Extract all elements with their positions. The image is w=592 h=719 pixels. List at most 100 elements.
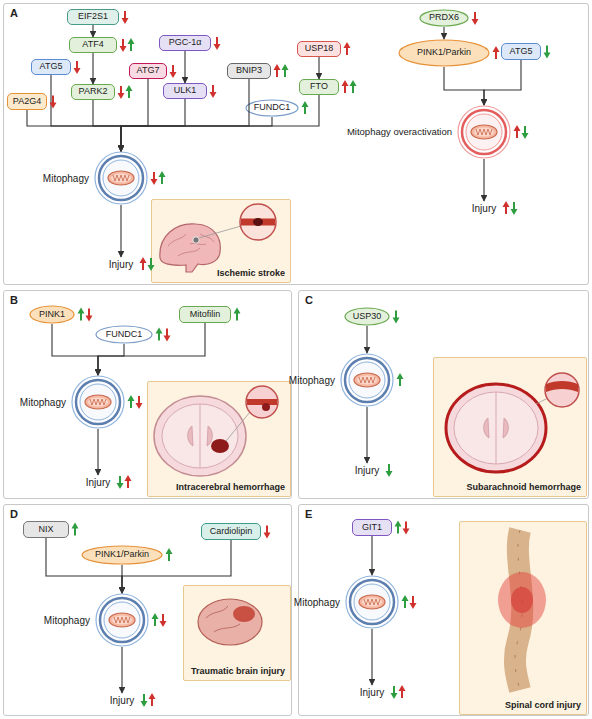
indicator-head xyxy=(166,548,173,554)
disease-inset: Ischemic stroke xyxy=(151,199,291,283)
indicator-shaft xyxy=(150,258,152,266)
mitochondrion xyxy=(108,171,134,185)
outcome-text: Injury xyxy=(110,695,134,706)
indicator-shaft xyxy=(546,46,548,54)
protein-ellipse: PINK1 xyxy=(29,305,75,324)
indicator-head xyxy=(344,42,351,48)
indicator-shaft xyxy=(74,528,76,536)
mitochondrion-icon xyxy=(340,353,394,407)
regulation-arrow xyxy=(274,64,281,77)
disease-inset: Spinal cord injury xyxy=(459,521,587,715)
mitochondrion-icon xyxy=(457,105,511,159)
bleed-spot xyxy=(262,403,270,411)
outer-ring xyxy=(95,152,147,204)
indicator-shaft xyxy=(405,522,407,530)
protein-box: Cardiolipin xyxy=(201,523,261,540)
regulation-arrow xyxy=(140,257,147,270)
indicator-shaft xyxy=(412,596,414,604)
protein-box: PARK2 xyxy=(71,84,115,100)
indicator-shaft xyxy=(216,37,218,45)
injury-core xyxy=(511,587,533,613)
indicator-head xyxy=(170,72,177,78)
ventricles xyxy=(484,418,509,438)
indicator-shaft xyxy=(513,202,515,210)
lesion-dot xyxy=(193,237,199,243)
indicator-head xyxy=(403,529,410,535)
indicator-shaft xyxy=(212,85,214,93)
indicator-head xyxy=(493,46,500,52)
inner-ring xyxy=(354,584,390,620)
arrow-connector xyxy=(371,536,372,575)
indicator-shaft xyxy=(395,311,397,319)
process-label: Mitophagy overactivation xyxy=(347,127,452,137)
disease-name: Spinal cord injury xyxy=(505,701,581,711)
vertebra-joints xyxy=(515,530,522,690)
mitochondrion-icon xyxy=(94,151,148,205)
protein-name: PINK1/Parkin xyxy=(417,48,471,58)
arrow-connector xyxy=(52,324,98,375)
protein-name: PINK1/Parkin xyxy=(95,550,149,560)
indicator-shaft xyxy=(130,43,132,51)
disease-name: Ischemic stroke xyxy=(217,269,285,279)
brain-illustration xyxy=(198,599,262,645)
ellipse-shape xyxy=(96,326,152,343)
protein-box: FTO xyxy=(299,79,339,95)
regulation-arrow xyxy=(472,12,479,25)
regulation-arrow xyxy=(164,329,171,342)
panel: DNIXCardiolipinPINK1/ParkinMitophagyInju… xyxy=(3,504,292,716)
indicator-shaft xyxy=(120,86,122,94)
indicator-shaft xyxy=(52,96,54,104)
protein-name: PARK2 xyxy=(79,87,108,97)
arrow-connector xyxy=(121,95,319,151)
indicator-shaft xyxy=(80,313,82,321)
protein-name: ATF4 xyxy=(82,40,103,50)
indicator-head xyxy=(410,603,417,609)
inner-ring xyxy=(104,602,140,638)
protein-box: ATF4 xyxy=(69,37,117,53)
regulation-arrow xyxy=(210,85,217,98)
protein-ellipse: PINK1/Parkin xyxy=(81,545,163,565)
injury-area xyxy=(233,606,255,622)
protein-ellipse: USP30 xyxy=(344,307,390,326)
mitochondrion-matrix xyxy=(112,616,132,625)
indicator-head xyxy=(151,179,158,185)
indicator-head xyxy=(544,53,551,59)
protein-box: USP18 xyxy=(297,41,341,57)
indicator-shaft xyxy=(158,333,160,341)
arrow-connector xyxy=(121,79,249,151)
indicator-shaft xyxy=(399,378,401,386)
indicator-head xyxy=(350,80,357,86)
arrow-connector xyxy=(121,99,185,151)
indicator-shaft xyxy=(397,526,399,534)
protein-name: PINK1 xyxy=(39,310,65,320)
regulation-arrow xyxy=(350,80,357,93)
indicator-shaft xyxy=(524,126,526,134)
ventricles xyxy=(188,426,213,446)
mitochondrion-matrix xyxy=(357,376,377,385)
zoom-circle xyxy=(240,204,276,240)
outcome-text: Injury xyxy=(355,465,379,476)
ellipse-shape xyxy=(420,10,468,26)
regulation-arrow xyxy=(120,39,127,52)
mitochondrion-icon xyxy=(95,593,149,647)
regulation-arrow xyxy=(86,309,93,322)
blood-vessel xyxy=(247,399,277,405)
indicator-head xyxy=(395,521,402,527)
indicator-head xyxy=(136,403,143,409)
panel-letter: D xyxy=(10,508,18,520)
outer-ring xyxy=(346,576,398,628)
protein-name: FUNDC1 xyxy=(254,103,291,113)
regulation-arrow xyxy=(117,476,124,489)
indicator-shaft xyxy=(388,464,390,472)
indicator-shaft xyxy=(143,694,145,702)
indicator-head xyxy=(156,328,163,334)
brain-inner xyxy=(162,404,238,468)
indicator-head xyxy=(74,68,81,74)
regulation-arrow xyxy=(50,96,57,109)
protein-name: PA2G4 xyxy=(13,97,41,107)
regulation-arrow xyxy=(397,373,404,386)
outcome-label: Injury xyxy=(106,693,138,707)
outer-ring xyxy=(96,594,148,646)
indicator-head xyxy=(120,46,127,52)
indicator-head xyxy=(234,308,241,314)
